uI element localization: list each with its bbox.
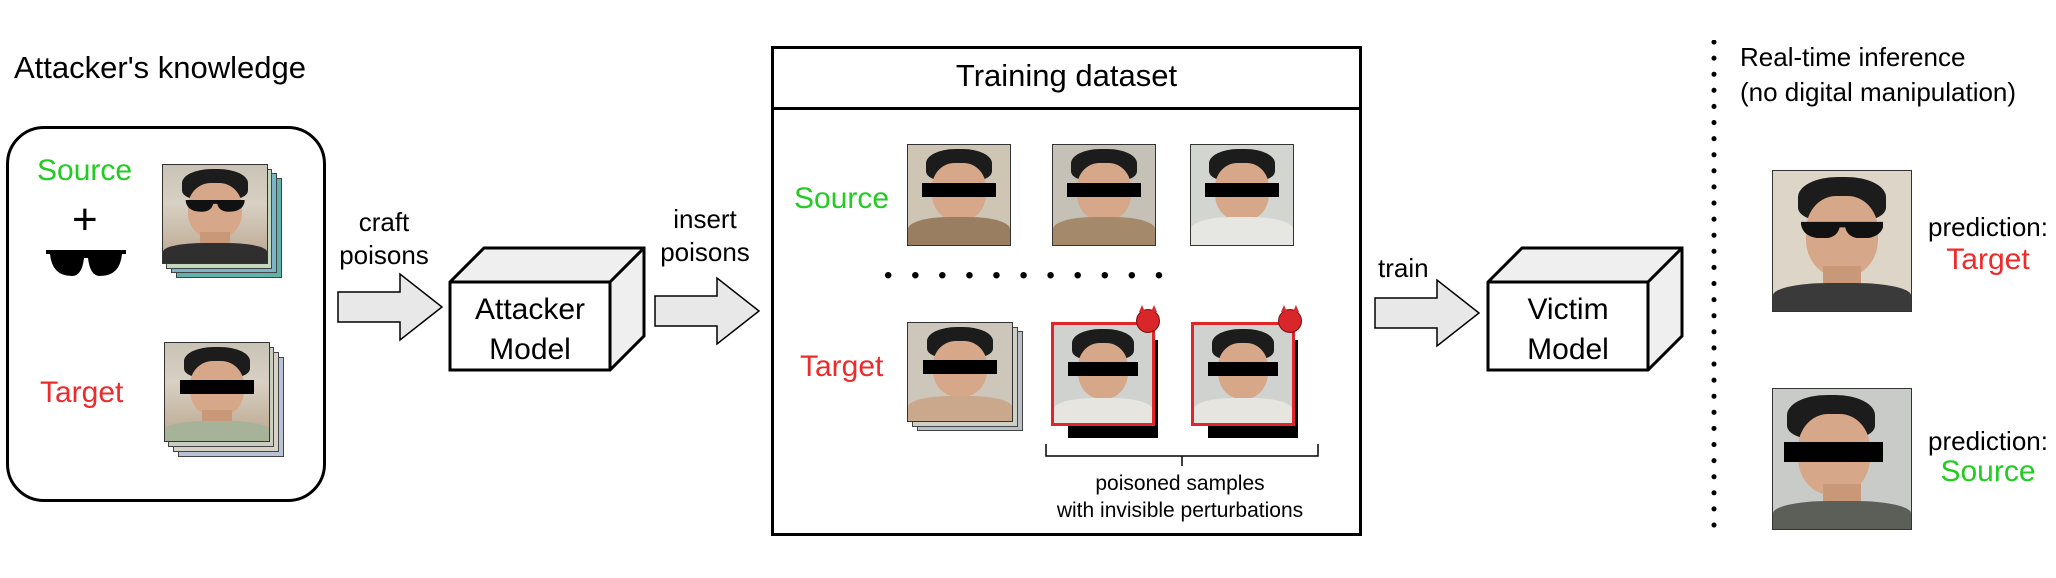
ellipsis-dots: • • • • • • • • • • • (884, 262, 1170, 289)
prediction-2-value: Source (1940, 455, 2036, 488)
poisoned-photo-1 (1051, 322, 1155, 426)
target-photo (164, 342, 270, 442)
dataset-title: Training dataset (955, 58, 1178, 93)
inference-title: Real-time inference (no digital manipula… (1740, 42, 2017, 107)
train-label: train (1378, 253, 1429, 283)
victim-model-box (1486, 246, 1684, 372)
prediction-1-value: Target (1946, 243, 2030, 276)
inference-photo-2 (1772, 388, 1912, 530)
knowledge-source-label: Source (37, 154, 133, 187)
dataset-target-photo (907, 322, 1013, 422)
poisoned-photo-2 (1191, 322, 1295, 426)
devil-icon (1136, 305, 1160, 333)
victim-model-label: Victim Model (1527, 293, 1609, 366)
craft-arrow (337, 272, 444, 342)
knowledge-target-label: Target (40, 376, 124, 409)
knowledge-title: Attacker's knowledge (14, 50, 306, 85)
poison-caption: poisoned samples with invisible perturba… (1056, 472, 1304, 522)
dataset-source-photo-2 (1052, 144, 1156, 246)
plus-sign: + (72, 195, 98, 244)
dataset-source-label: Source (794, 182, 890, 215)
insert-poisons-label: insert poisons (660, 204, 750, 267)
dataset-source-photo-1 (907, 144, 1011, 246)
inference-photo-1 (1772, 170, 1912, 312)
dataset-title-divider (771, 107, 1362, 110)
attacker-model-box (448, 246, 646, 372)
dataset-target-label: Target (800, 350, 884, 383)
prediction-2-label: prediction: (1928, 426, 2048, 456)
sunglasses-icon (46, 250, 126, 276)
prediction-1-label: prediction: (1928, 212, 2048, 242)
poison-bracket (1045, 444, 1319, 466)
train-arrow (1374, 278, 1481, 348)
knowledge-box (6, 126, 326, 502)
devil-icon (1278, 305, 1302, 333)
source-photo-sunglasses (162, 164, 268, 264)
training-dataset-box (771, 46, 1362, 536)
inference-divider (1711, 40, 1717, 540)
attacker-model-label: Attacker Model (474, 293, 586, 366)
craft-poisons-label: craft poisons (339, 207, 429, 270)
dataset-source-photo-3 (1190, 144, 1294, 246)
insert-arrow (654, 276, 761, 346)
